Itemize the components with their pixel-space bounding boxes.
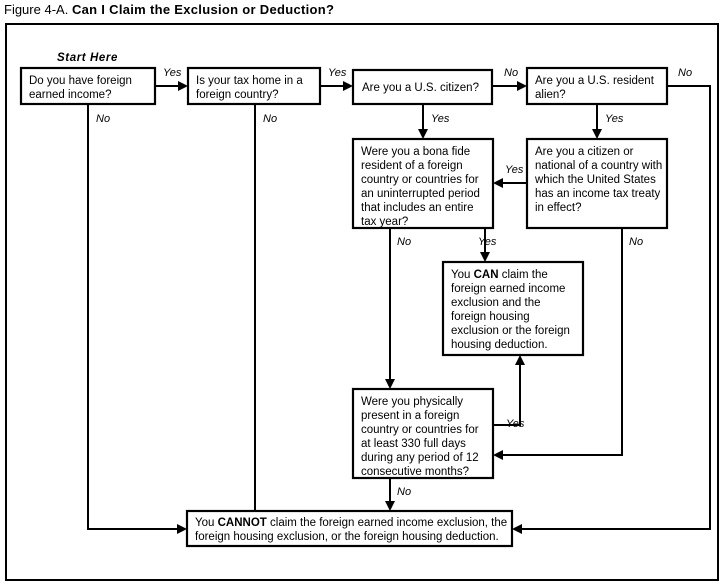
edge-n1-no-to-n9 bbox=[87, 104, 180, 530]
arrowhead-n3-no bbox=[517, 81, 527, 91]
arrowhead-n8-yes bbox=[515, 355, 525, 365]
node-box-n8[interactable] bbox=[351, 387, 495, 480]
edge-label-n8-no: No bbox=[397, 486, 411, 498]
arrowhead-n5-no bbox=[385, 379, 395, 389]
edge-label-n6-yes: Yes bbox=[505, 164, 524, 176]
arrowhead-n5-yes bbox=[480, 252, 490, 262]
arrowhead-n6-yes bbox=[493, 178, 503, 188]
arrowhead-n1-no bbox=[177, 524, 187, 534]
node-box-n4[interactable] bbox=[525, 66, 669, 106]
node-box-n7[interactable] bbox=[441, 260, 585, 357]
edge-label-n5-yes: Yes bbox=[478, 236, 497, 248]
edge-label-n1-no: No bbox=[96, 113, 110, 125]
arrowhead-n1-yes bbox=[178, 81, 188, 91]
arrowhead-n6-no bbox=[493, 450, 503, 460]
edge-label-n2-yes: Yes bbox=[328, 67, 347, 79]
chart-border bbox=[5, 23, 719, 581]
node-n3[interactable]: Are you a U.S. citizen? bbox=[351, 68, 494, 106]
node-text-n3: Are you a U.S. citizen? bbox=[362, 82, 479, 94]
edge-label-n5-no: No bbox=[397, 236, 411, 248]
connector-layer bbox=[87, 81, 711, 534]
arrowhead-n4-no bbox=[512, 524, 522, 534]
edge-n8-yes-to-n7 bbox=[493, 362, 521, 426]
edge-n6-no-to-n8 bbox=[500, 228, 623, 456]
edge-label-n3-yes: Yes bbox=[431, 113, 450, 125]
node-n9[interactable]: You CANNOT claim the foreign earned inco… bbox=[185, 509, 514, 548]
arrowhead-n2-yes bbox=[343, 81, 353, 91]
node-box-n1[interactable] bbox=[19, 66, 157, 106]
arrowhead-n3-yes bbox=[418, 129, 428, 139]
node-box-n9[interactable] bbox=[185, 509, 514, 548]
figure-heading: Can I Claim the Exclusion or Deduction? bbox=[71, 2, 335, 17]
arrowhead-n4-yes bbox=[592, 129, 602, 139]
edge-label-n1-yes: Yes bbox=[163, 67, 182, 79]
page-title: Figure 4-A. Can I Claim the Exclusion or… bbox=[4, 2, 334, 18]
node-box-n5[interactable] bbox=[351, 137, 495, 230]
edge-label-n6-no: No bbox=[629, 236, 643, 248]
arrowhead-n8-no bbox=[385, 501, 395, 511]
start-here-label: Start Here bbox=[57, 52, 118, 64]
edge-label-n4-no: No bbox=[678, 67, 692, 79]
edge-label-n4-yes: Yes bbox=[605, 113, 624, 125]
edge-label-n8-yes: Yes bbox=[506, 418, 525, 430]
edge-label-n2-no: No bbox=[263, 113, 277, 125]
edge-label-n3-no: No bbox=[504, 67, 518, 79]
edge-n4-no-to-n9 bbox=[519, 85, 711, 530]
node-text-n9: You CANNOT claim the foreign earned inco… bbox=[195, 517, 507, 543]
node-box-n2[interactable] bbox=[186, 66, 322, 106]
node-box-n3[interactable] bbox=[351, 68, 494, 106]
figure-label: Figure 4-A. bbox=[4, 2, 69, 17]
edge-label-layer: Yes No Yes No No Yes No Yes No Yes Yes N… bbox=[96, 67, 692, 498]
node-box-n6[interactable] bbox=[525, 137, 669, 230]
